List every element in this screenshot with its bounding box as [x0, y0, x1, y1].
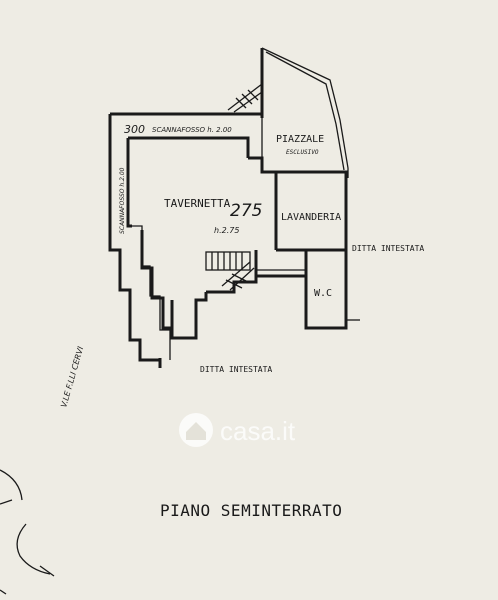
annotation-top-scannafosso: SCANNAFOSSO h. 2.00 [152, 126, 232, 134]
room-label-taverna: TAVERNETTA [164, 197, 231, 210]
annotation-ditta-bottom: DITTA INTESTATA [200, 365, 272, 374]
room-label-lavanderia: LAVANDERIA [281, 212, 341, 223]
top-stairs [227, 83, 263, 113]
watermark: casa.it [179, 413, 296, 447]
annotation-top-number: 300 [124, 123, 145, 136]
floor-title: PIANO SEMINTERRATO [160, 501, 342, 520]
room-label-piazzale: PIAZZALE [276, 134, 324, 145]
watermark-text: casa.it [220, 416, 296, 446]
annotation-ditta-right: DITTA INTESTATA [352, 244, 424, 253]
room-label-wc: W.C [314, 288, 332, 299]
room-sublabel-piazzale: ESCLUSIVO [286, 149, 319, 156]
room-area-taverna: 275 [230, 201, 262, 221]
room-height-taverna: h.2.75 [214, 226, 239, 235]
staircase [205, 251, 255, 291]
annotation-side-scannafosso: SCANNAFOSSO h.2.00 [119, 167, 126, 234]
outer-walls [108, 47, 360, 368]
corner-marks [0, 469, 55, 595]
